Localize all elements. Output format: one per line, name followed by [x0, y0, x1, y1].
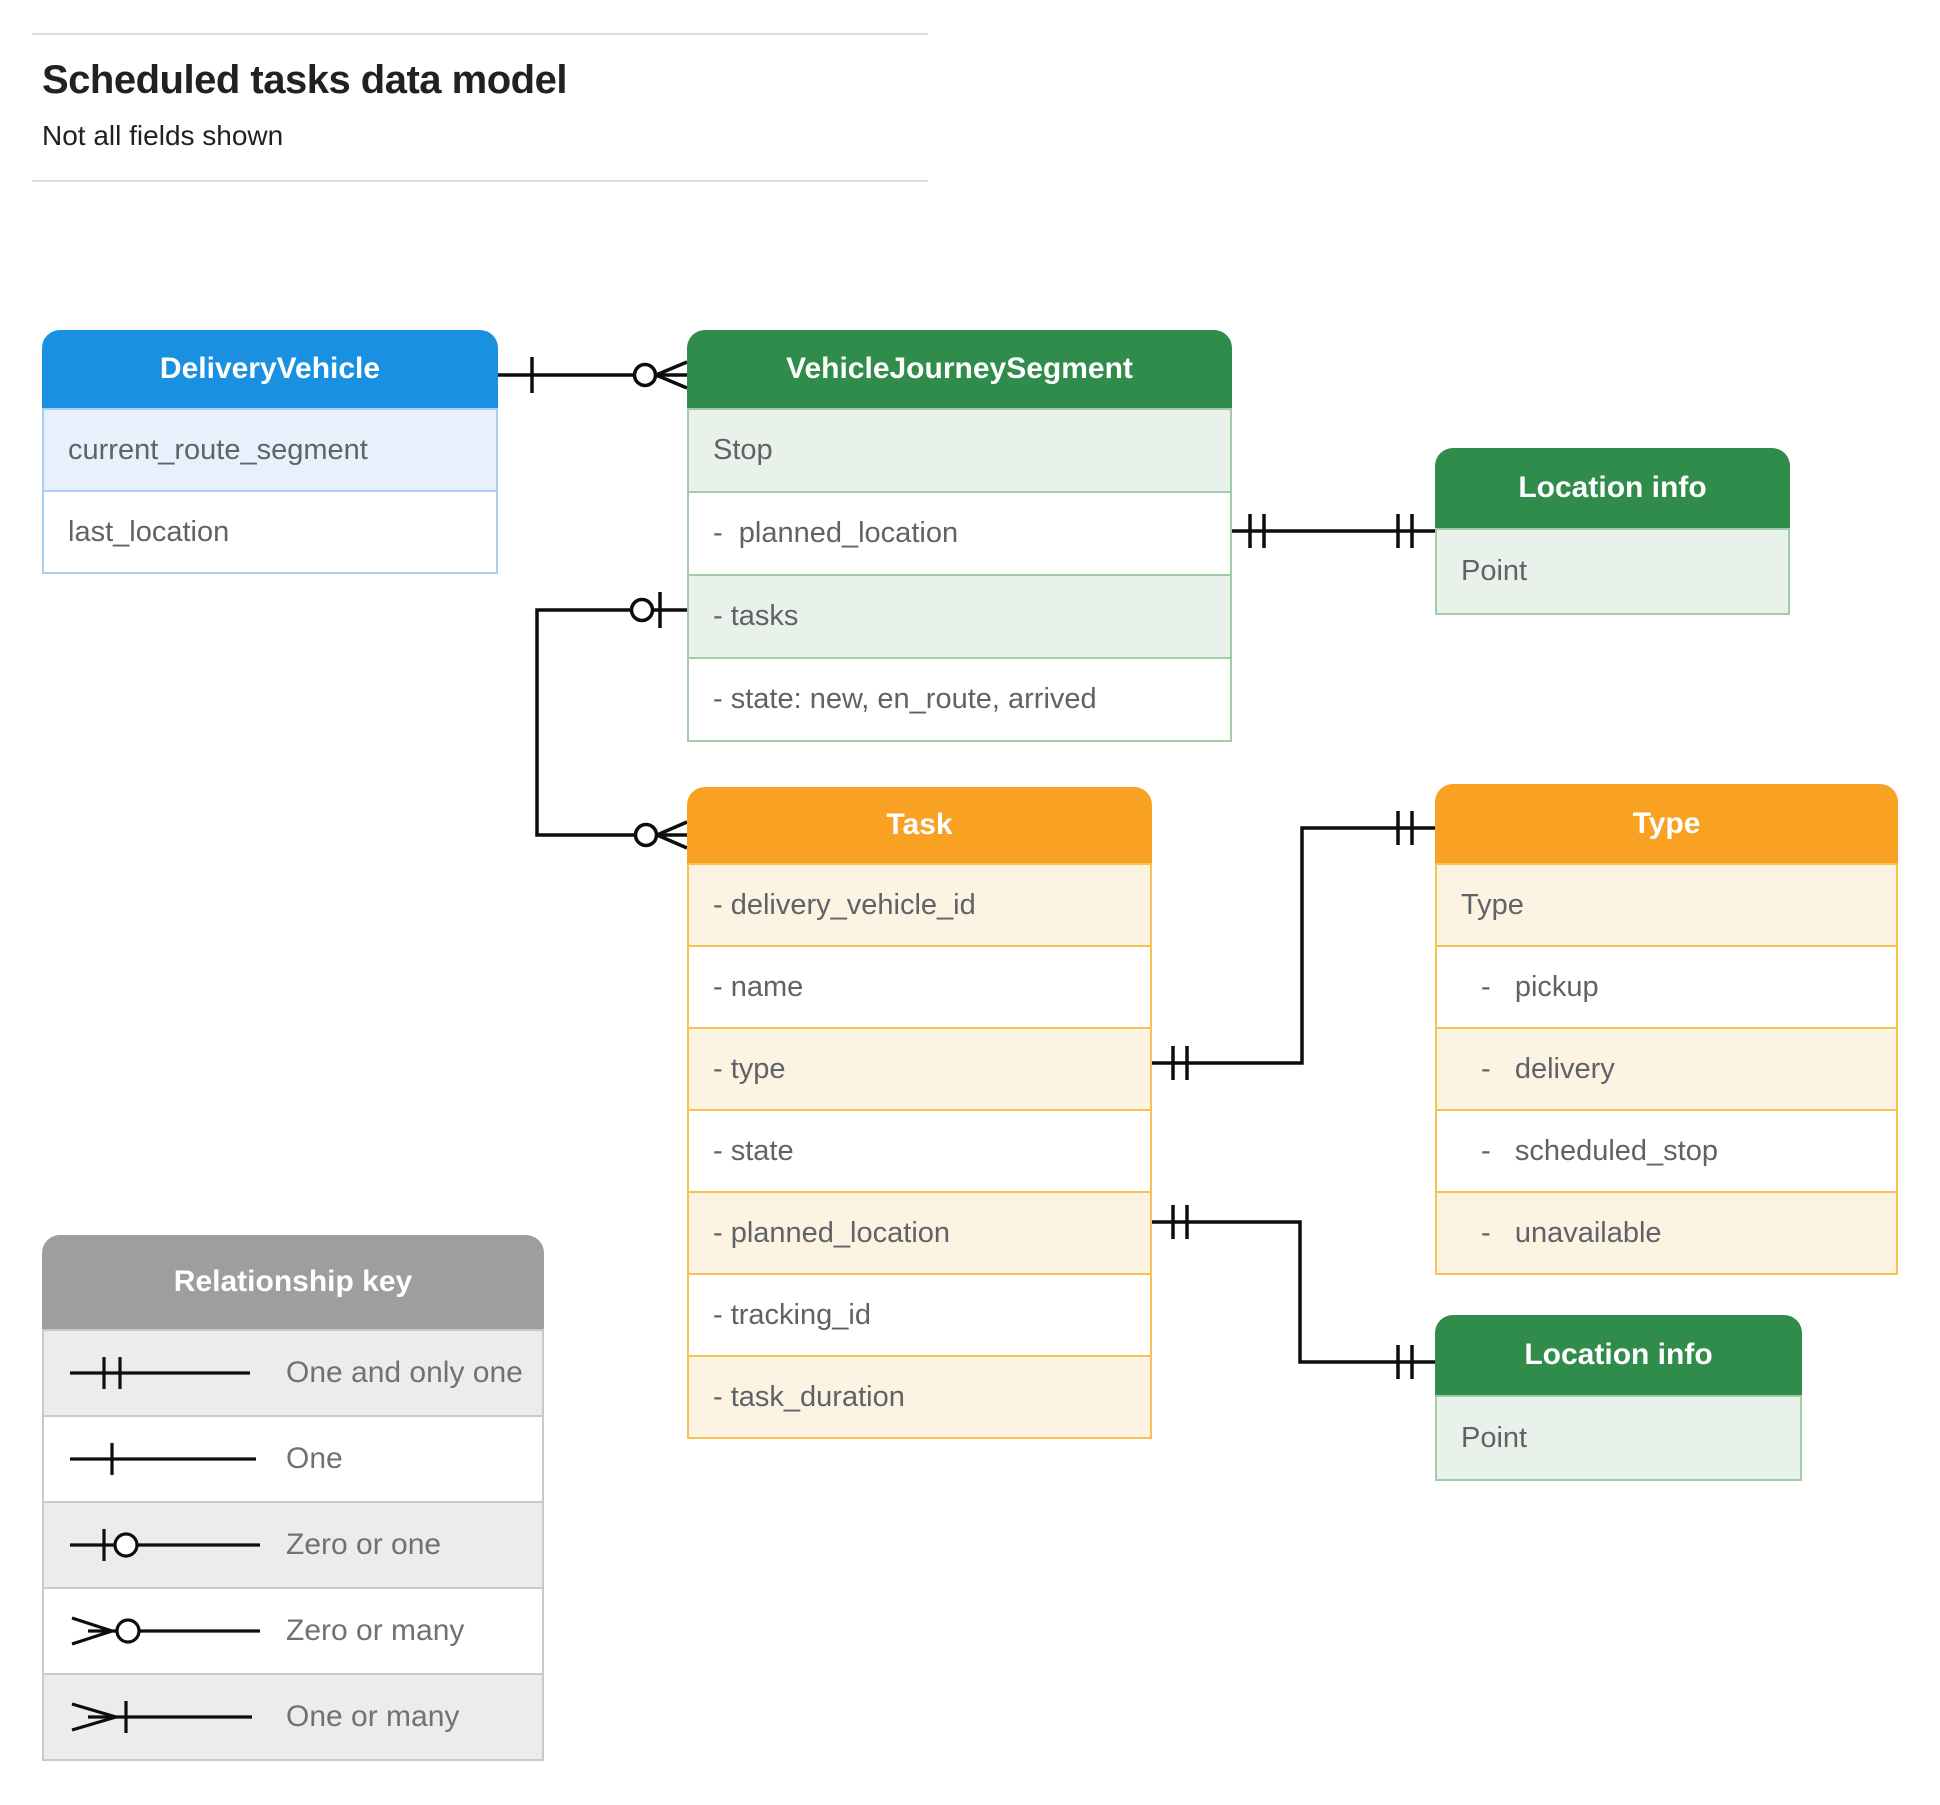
entity-title: VehicleJourneySegment [687, 330, 1232, 408]
legend-item: One and only one [44, 1331, 542, 1415]
top-divider [32, 33, 928, 35]
entity-title: DeliveryVehicle [42, 330, 498, 408]
entity-rows: Stop - planned_location - tasks - state:… [687, 408, 1232, 742]
legend-item: One [44, 1415, 542, 1501]
field-row: - task_duration [689, 1355, 1150, 1437]
entity-title: Location info [1435, 448, 1790, 528]
field-row: Point [1437, 1397, 1800, 1479]
connector-task-locationinfo [1152, 1205, 1435, 1379]
entity-delivery-vehicle: DeliveryVehicle current_route_segment la… [42, 330, 498, 574]
page-subtitle: Not all fields shown [42, 120, 284, 151]
connector-task-type [1152, 811, 1435, 1080]
field-row: - pickup [1437, 945, 1896, 1027]
field-row: last_location [44, 490, 496, 572]
field-row: Point [1437, 530, 1788, 613]
connector-deliveryvehicle-vehiclejourneysegment [498, 357, 688, 393]
entity-type: Type Type - pickup - delivery - schedule… [1435, 784, 1898, 1275]
field-row: - scheduled_stop [1437, 1109, 1896, 1191]
legend-item-label: One [286, 1442, 343, 1475]
legend-rows: One and only one One Zero or one [42, 1329, 544, 1761]
field-row: - state: new, en_route, arrived [689, 657, 1230, 740]
field-row: - delivery_vehicle_id [689, 865, 1150, 945]
legend-item: One or many [44, 1673, 542, 1759]
entity-task: Task - delivery_vehicle_id - name - type… [687, 787, 1152, 1439]
legend-item-label: One or many [286, 1700, 460, 1733]
legend-item-label: Zero or one [286, 1528, 442, 1561]
connector-vehiclejourneysegment-locationinfo [1232, 514, 1435, 548]
entity-title: Task [687, 787, 1152, 863]
legend-item-label: One and only one [286, 1356, 523, 1389]
field-row: Stop [689, 410, 1230, 491]
entity-rows: Point [1435, 528, 1790, 615]
field-row: - tasks [689, 574, 1230, 657]
entity-title: Type [1435, 784, 1898, 863]
entity-rows: - delivery_vehicle_id - name - type - st… [687, 863, 1152, 1439]
entity-title: Location info [1435, 1315, 1802, 1395]
relationship-key: Relationship key One and only one One [42, 1235, 544, 1761]
field-row: - delivery [1437, 1027, 1896, 1109]
entity-rows: current_route_segment last_location [42, 408, 498, 574]
title-divider [32, 180, 928, 182]
legend-title: Relationship key [42, 1235, 544, 1329]
entity-rows: Point [1435, 1395, 1802, 1481]
page-title: Scheduled tasks data model [42, 58, 567, 102]
entity-location-info-bottom: Location info Point [1435, 1315, 1802, 1481]
zero-or-many-icon [71, 1616, 260, 1646]
field-row: - tracking_id [689, 1273, 1150, 1355]
one-or-many-icon [71, 1701, 252, 1733]
field-row: - planned_location [689, 1191, 1150, 1273]
legend-item: Zero or many [44, 1587, 542, 1673]
field-row: Type [1437, 865, 1896, 945]
zero-or-one-icon [70, 1529, 260, 1561]
legend-item-label: Zero or many [286, 1614, 465, 1647]
field-row: - planned_location [689, 491, 1230, 574]
entity-rows: Type - pickup - delivery - scheduled_sto… [1435, 863, 1898, 1275]
entity-location-info-top: Location info Point [1435, 448, 1790, 615]
field-row: - name [689, 945, 1150, 1027]
connector-vehiclejourneysegment-task [535, 592, 688, 850]
field-row: - unavailable [1437, 1191, 1896, 1273]
entity-vehicle-journey-segment: VehicleJourneySegment Stop - planned_loc… [687, 330, 1232, 742]
field-row: current_route_segment [44, 410, 496, 490]
field-row: - type [689, 1027, 1150, 1109]
field-row: - state [689, 1109, 1150, 1191]
one-icon [70, 1443, 256, 1475]
one-and-only-one-icon [70, 1357, 250, 1389]
legend-item: Zero or one [44, 1501, 542, 1587]
